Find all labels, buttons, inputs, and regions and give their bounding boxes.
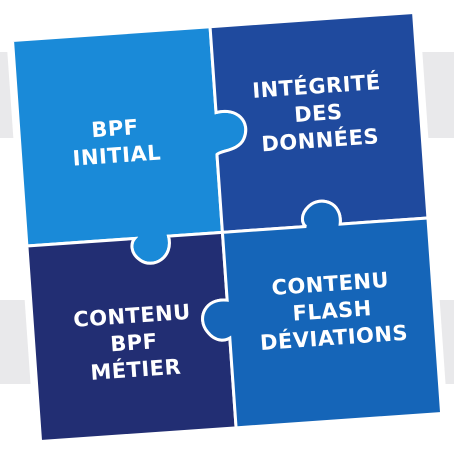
piece-top-left-line-1: BPF: [91, 115, 140, 142]
piece-bottom-left-line-2: BPF: [110, 329, 159, 356]
piece-bottom-right: [201, 199, 444, 430]
piece-bottom-right-line-2: FLASH: [292, 296, 373, 325]
piece-top-right-line-2: DES: [293, 100, 343, 127]
